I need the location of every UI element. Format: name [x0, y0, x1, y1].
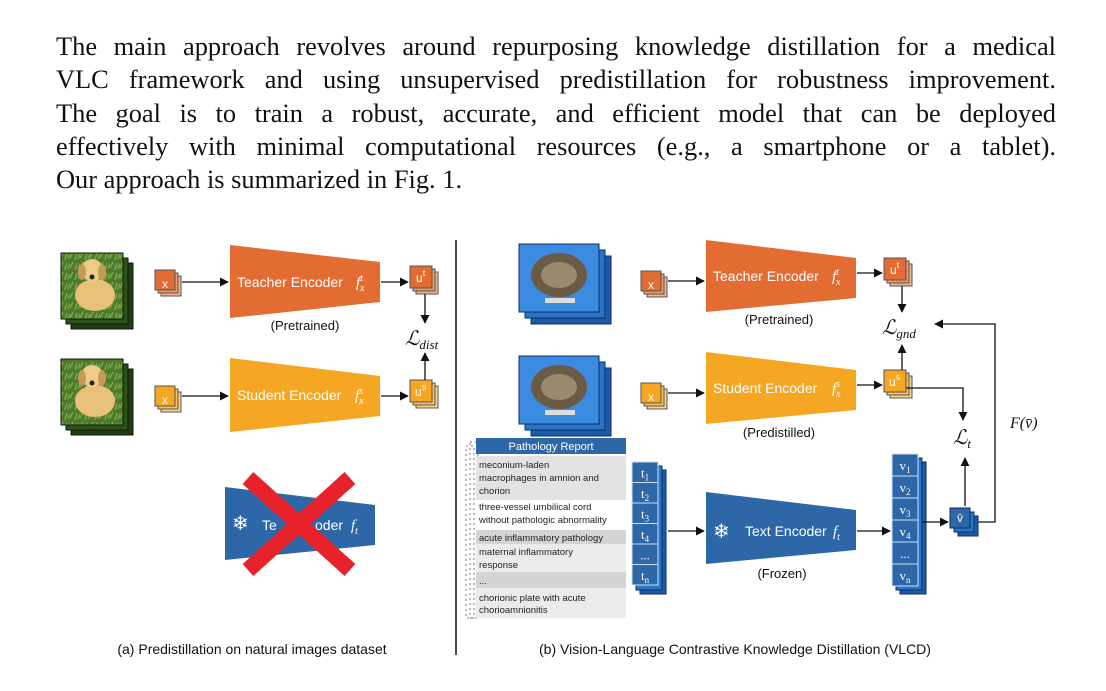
loss-dist: ℒdist: [405, 328, 439, 352]
svg-text:oder: oder: [315, 517, 343, 533]
pathology-report: Pathology Report meconium-laden macropha…: [465, 438, 626, 619]
paragraph-line: Our approach is summarized in Fig. 1.: [56, 164, 463, 195]
loss-gnd: ℒgnd: [882, 317, 916, 341]
svg-text:fsx: fsx: [355, 386, 364, 407]
teacher-output-u-left: ut: [409, 265, 439, 295]
text-encoder-status: (Frozen): [757, 566, 806, 581]
v-token-label: v4: [900, 524, 912, 541]
svg-text:Student Encoder: Student Encoder: [237, 387, 342, 403]
report-item: chorionic plate with acute chorioamnioni…: [479, 593, 588, 616]
paragraph-line: VLC framework and using unsupervised pre…: [56, 64, 1056, 95]
v-token-label: v2: [900, 480, 911, 497]
svg-text:Teacher Encoder: Teacher Encoder: [713, 268, 819, 284]
input-x-teacher-left: x: [154, 269, 182, 297]
student-output-u-right: us: [883, 369, 913, 399]
svg-text:us: us: [415, 382, 427, 399]
report-item: ...: [479, 576, 487, 587]
t-token-label: t3: [641, 506, 650, 523]
v-token-label: v1: [900, 458, 911, 475]
svg-text:x: x: [648, 278, 654, 292]
svg-text:ftx: ftx: [356, 273, 365, 294]
t-token-label: t2: [641, 486, 649, 503]
teacher-output-u-right: xut: [883, 257, 913, 287]
caption-right: (b) Vision-Language Contrastive Knowledg…: [539, 641, 931, 657]
svg-text:Text Encoder: Text Encoder: [745, 523, 827, 539]
report-item: meconium-laden macrophages in amnion and…: [479, 460, 602, 497]
caption-left: (a) Predistillation on natural images da…: [117, 641, 386, 657]
v-bar-token: v̄: [949, 507, 979, 537]
input-x-student-left: x: [154, 385, 182, 413]
input-x-student-right: x: [640, 382, 668, 410]
body-paragraph: The main approach revolves around repurp…: [56, 30, 1056, 196]
report-item: three-vessel umbilical cord without path…: [478, 502, 607, 526]
v-token-stack: v1 v2 v3 v4... vn: [891, 453, 927, 595]
svg-text:Student Encoder: Student Encoder: [713, 380, 818, 396]
svg-text:Teacher Encoder: Teacher Encoder: [237, 274, 343, 290]
svg-text:x: x: [648, 390, 654, 404]
svg-text:fsx: fsx: [832, 379, 841, 400]
v-token-label: v3: [900, 502, 912, 519]
text-encoder-right: ❄ Text Encoder ft: [706, 492, 856, 564]
t-token-stack: t1 t2 t3 t4... tn: [631, 461, 667, 595]
svg-text:ft: ft: [833, 524, 840, 543]
svg-text:us: us: [889, 372, 901, 389]
report-item: acute inflammatory pathology: [479, 533, 603, 544]
natural-image-stack-bottom: [60, 358, 134, 436]
svg-text:ut: ut: [416, 268, 426, 285]
dog-icon: [75, 385, 115, 417]
v-token-label: ...: [900, 546, 910, 561]
snowflake-icon: ❄: [232, 513, 249, 535]
svg-text:v̄: v̄: [957, 511, 963, 525]
teacher-status-right: (Pretrained): [745, 312, 814, 327]
input-x-teacher-right: x: [640, 270, 668, 298]
loss-t: ℒt: [953, 427, 971, 451]
t-token-label: t1: [641, 465, 649, 482]
svg-text:x: x: [162, 277, 168, 291]
teacher-status-left: (Pretrained): [271, 318, 340, 333]
v-token-label: vn: [900, 568, 912, 585]
svg-text:x: x: [162, 393, 168, 407]
paragraph-line: The main approach revolves around repurp…: [56, 31, 1056, 61]
svg-text:ft: ft: [351, 518, 358, 537]
student-output-u-left: us: [409, 379, 439, 409]
natural-image-stack-top: [60, 252, 134, 330]
snowflake-icon: ❄: [713, 521, 730, 543]
v-token: [891, 563, 919, 587]
paragraph-line: The goal is to train a robust, accurate,…: [56, 97, 1056, 128]
report-title: Pathology Report: [509, 441, 594, 453]
placenta-image-stack-top: [518, 243, 612, 325]
svg-text:Te: Te: [262, 517, 277, 533]
svg-text:ftx: ftx: [832, 267, 841, 288]
report-item: maternal inflammatory response: [479, 547, 576, 571]
paragraph-line: effectively with minimal computational r…: [56, 130, 1056, 161]
student-status-right: (Predistilled): [743, 425, 815, 440]
text-encoder-left-crossed: ❄ Te oder ft: [225, 472, 375, 576]
t-token: [631, 564, 659, 586]
placenta-image-stack-bottom: [518, 355, 612, 437]
dog-icon: [75, 279, 115, 311]
svg-text:xut: xut: [890, 260, 900, 277]
t-token-label: t4: [641, 527, 650, 544]
f-label: F(v̄): [1009, 415, 1038, 432]
t-token-label: ...: [640, 547, 650, 562]
t-token-label: tn: [641, 568, 650, 585]
